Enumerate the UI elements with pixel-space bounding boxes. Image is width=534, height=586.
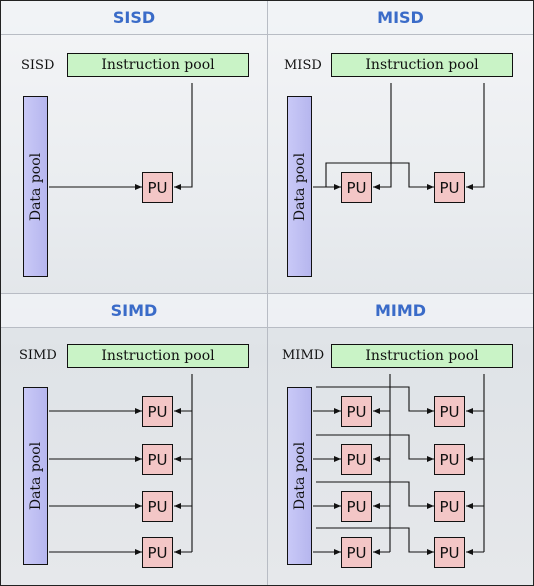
- processing-unit: PU: [142, 396, 173, 427]
- panel-mimd: MIMD MIMD Instruction pool Data pool: [268, 294, 533, 585]
- panel-label: SISD: [21, 58, 55, 73]
- connection-wires: [313, 83, 485, 190]
- data-pool: Data pool: [287, 96, 312, 277]
- processing-unit: PU: [142, 444, 173, 475]
- connection-wires: [313, 374, 485, 555]
- processing-unit: PU: [142, 172, 173, 203]
- processing-unit: PU: [341, 491, 372, 522]
- instruction-pool: Instruction pool: [331, 53, 513, 77]
- panel-heading: SISD: [1, 1, 267, 35]
- instruction-pool: Instruction pool: [331, 344, 513, 368]
- data-pool: Data pool: [287, 387, 312, 565]
- processing-unit: PU: [341, 444, 372, 475]
- data-pool: Data pool: [23, 387, 48, 565]
- panel-simd: SIMD SIMD Instruction pool Data pool PU …: [1, 294, 267, 585]
- panel-heading: SIMD: [1, 294, 267, 328]
- data-pool: Data pool: [23, 96, 48, 277]
- processing-unit: PU: [341, 396, 372, 427]
- panel-label: SIMD: [19, 348, 57, 363]
- panel-label: MISD: [284, 58, 322, 73]
- processing-unit: PU: [434, 491, 465, 522]
- instruction-pool: Instruction pool: [67, 53, 249, 77]
- panel-sisd: SISD SISD Instruction pool Data pool PU: [1, 1, 267, 293]
- processing-unit: PU: [341, 537, 372, 568]
- processing-unit: PU: [434, 396, 465, 427]
- processing-unit: PU: [434, 172, 465, 203]
- horizontal-divider: [1, 293, 533, 294]
- connection-wires: [49, 83, 193, 190]
- processing-unit: PU: [142, 537, 173, 568]
- processing-unit: PU: [341, 172, 372, 203]
- processing-unit: PU: [142, 491, 173, 522]
- panel-heading: MIMD: [268, 294, 533, 328]
- processing-unit: PU: [434, 444, 465, 475]
- connection-wires: [49, 374, 193, 555]
- panel-label: MIMD: [282, 348, 325, 363]
- processing-unit: PU: [434, 537, 465, 568]
- panel-heading: MISD: [268, 1, 533, 35]
- instruction-pool: Instruction pool: [67, 344, 249, 368]
- panel-misd: MISD MISD Instruction pool Data pool PU …: [268, 1, 533, 293]
